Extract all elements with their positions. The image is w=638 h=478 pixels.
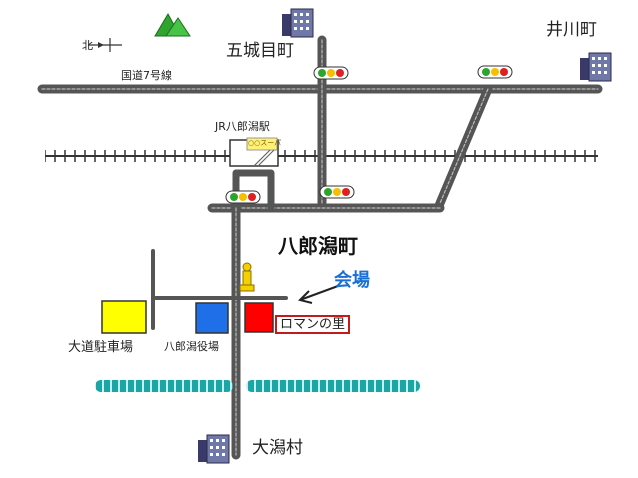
town-office-marker (195, 302, 229, 334)
building-icon (580, 52, 612, 82)
ogata-label: 大潟村 (252, 438, 303, 458)
hachirogata-town-label: 八郎潟町 (278, 234, 358, 258)
building-icon (198, 434, 230, 464)
mountain-icon (154, 12, 191, 37)
traffic-light-icon (225, 190, 261, 204)
station-icon (229, 137, 279, 167)
town-office-label: 八郎潟役場 (164, 340, 219, 353)
river (95, 380, 420, 392)
statue-icon (239, 262, 255, 292)
north-label: 北 (82, 39, 93, 52)
venue-label: 会場 (334, 270, 370, 291)
compass-icon (88, 38, 122, 52)
venue-name-label: ロマンの里 (275, 315, 351, 334)
parking-label: 大道駐車場 (68, 340, 134, 355)
arrow-icon (298, 285, 339, 304)
station-label: JR八郎潟駅 (215, 120, 270, 133)
traffic-light-icon (477, 65, 513, 79)
route-7-label: 国道7号線 (121, 69, 172, 82)
gojome-label: 五城目町 (226, 41, 294, 61)
traffic-light-icon (313, 66, 349, 80)
station-sign-label: ○○スーパ (248, 139, 282, 147)
parking-marker (101, 300, 147, 334)
venue-marker (244, 302, 274, 333)
ikawa-label: 井川町 (546, 20, 597, 40)
traffic-light-icon (319, 185, 355, 199)
building-icon (282, 8, 314, 38)
